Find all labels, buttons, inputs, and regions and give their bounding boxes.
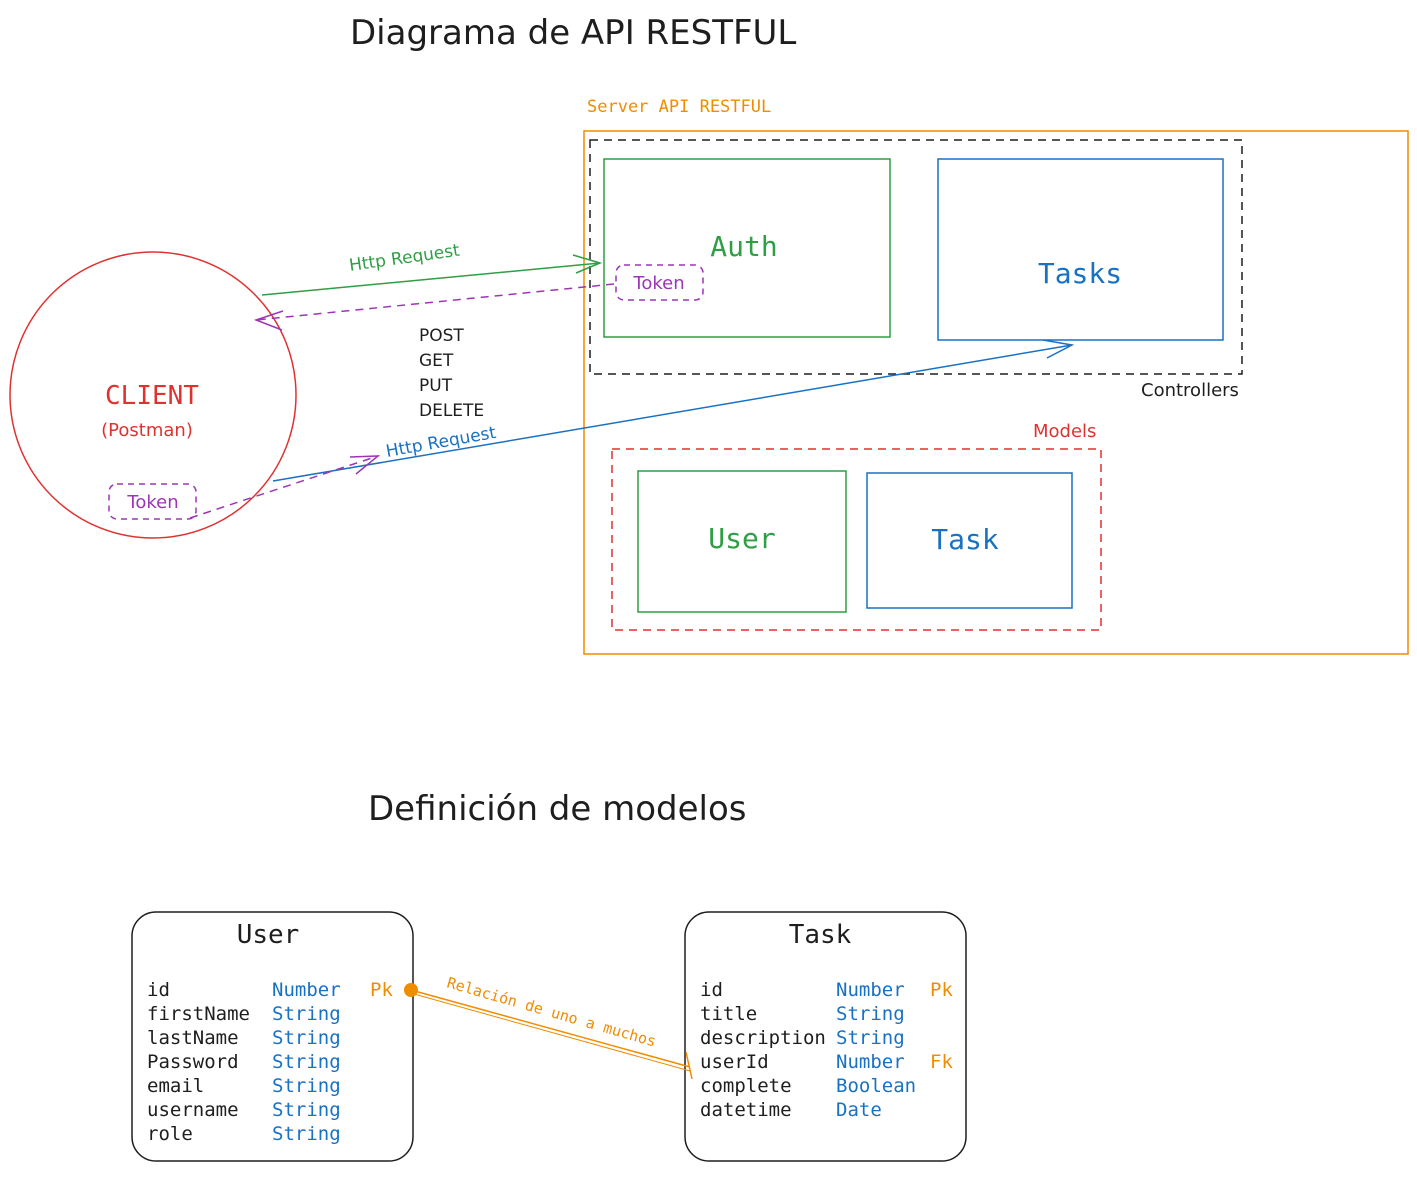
user-key-id: Pk	[370, 979, 393, 1001]
task-field-id: id	[700, 979, 723, 1001]
user-model-box	[637, 470, 847, 613]
user-field-email: email	[147, 1075, 204, 1097]
task-field-datetime: datetime	[700, 1099, 792, 1121]
task-table-fields: id Number Pk title String description St…	[700, 979, 953, 1121]
auth-controller-box	[603, 158, 891, 338]
user-field-id: id	[147, 979, 170, 1001]
user-field-role: role	[147, 1123, 193, 1145]
relation-many-end-bar	[685, 1051, 693, 1080]
auth-request-arrow	[261, 262, 601, 296]
diagram-title: Diagrama de API RESTFUL	[350, 13, 796, 53]
tasks-controller-box	[937, 158, 1224, 341]
client-token-box	[108, 483, 197, 520]
method-post: POST	[419, 326, 464, 346]
tasks-controller-label: Tasks	[1038, 257, 1122, 290]
task-field-description: description	[700, 1027, 826, 1049]
task-field-complete: complete	[700, 1075, 792, 1097]
user-type-password: String	[272, 1051, 341, 1073]
task-key-userid: Fk	[930, 1051, 953, 1073]
user-field-username: username	[147, 1099, 239, 1121]
user-field-firstname: firstName	[147, 1003, 250, 1025]
controllers-group	[589, 139, 1243, 375]
task-type-description: String	[836, 1027, 905, 1049]
models-group	[611, 448, 1102, 631]
task-table	[684, 911, 967, 1162]
task-type-userid: Number	[836, 1051, 905, 1073]
task-type-datetime: Date	[836, 1099, 882, 1121]
task-key-id: Pk	[930, 979, 953, 1001]
user-table-title: User	[237, 920, 300, 950]
client-label: CLIENT	[105, 381, 199, 411]
method-get: GET	[419, 351, 454, 371]
task-field-userid: userId	[700, 1051, 769, 1073]
models-title: Definición de modelos	[368, 789, 747, 829]
relation-line-double	[413, 993, 691, 1072]
user-type-id: Number	[272, 979, 341, 1001]
user-type-role: String	[272, 1123, 341, 1145]
tasks-request-arrow	[272, 344, 1073, 482]
task-table-title: Task	[789, 920, 852, 950]
user-model-label: User	[708, 522, 775, 555]
method-put: PUT	[419, 376, 453, 396]
task-type-complete: Boolean	[836, 1075, 916, 1097]
user-field-password: Password	[147, 1051, 239, 1073]
models-label: Models	[1033, 421, 1096, 442]
token-send-arrow	[189, 455, 379, 519]
task-field-title: title	[700, 1003, 757, 1025]
tasks-request-arrowhead	[1042, 339, 1075, 359]
user-type-username: String	[272, 1099, 341, 1121]
relation-label: Relación de uno a muchos	[445, 974, 658, 1051]
client-sublabel: (Postman)	[101, 420, 193, 441]
token-return-arrowhead	[253, 310, 284, 331]
controllers-label: Controllers	[1141, 380, 1239, 401]
server-label: Server API RESTFUL	[587, 97, 771, 117]
task-type-id: Number	[836, 979, 905, 1001]
task-model-label: Task	[931, 523, 999, 556]
token-return-arrow	[255, 283, 615, 321]
relation-line	[410, 989, 691, 1068]
user-type-firstname: String	[272, 1003, 341, 1025]
client-token-label: Token	[126, 492, 178, 513]
tasks-request-label: Http Request	[384, 423, 497, 462]
user-field-lastname: lastName	[147, 1027, 239, 1049]
method-delete: DELETE	[419, 401, 484, 421]
auth-token-box	[615, 264, 704, 301]
auth-token-label: Token	[632, 273, 684, 294]
user-table-fields: id Number Pk firstName String lastName S…	[147, 979, 393, 1145]
server-box	[583, 130, 1409, 655]
client-circle	[9, 251, 297, 539]
auth-request-arrowhead	[572, 254, 603, 274]
relation-one-end-dot	[404, 983, 418, 997]
auth-controller-label: Auth	[710, 230, 777, 263]
task-model-box	[866, 472, 1073, 609]
token-send-arrowhead	[349, 455, 381, 475]
user-type-lastname: String	[272, 1027, 341, 1049]
task-type-title: String	[836, 1003, 905, 1025]
auth-request-label: Http Request	[348, 241, 461, 276]
user-type-email: String	[272, 1075, 341, 1097]
user-table	[131, 911, 414, 1162]
